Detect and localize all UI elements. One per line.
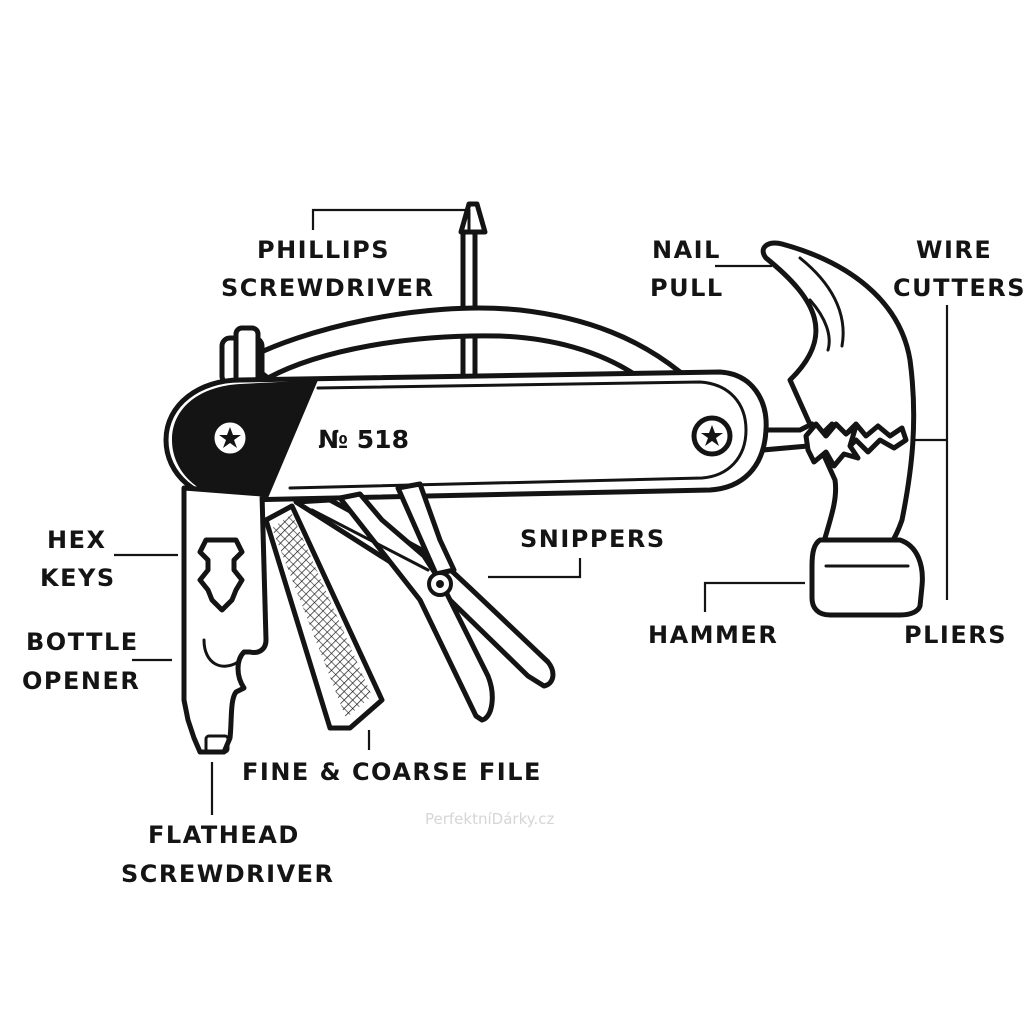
labels: PHILLIPS SCREWDRIVER NAIL PULL WIRE CUTT… — [22, 236, 1024, 888]
multitool-illustration: № 518 — [163, 201, 925, 755]
leader-lines — [114, 208, 949, 815]
watermark: PerfektníDárky.cz — [425, 810, 554, 828]
label-phillips-line2: SCREWDRIVER — [221, 274, 435, 302]
main-handle: № 518 — [163, 369, 769, 503]
file-blade — [263, 503, 385, 731]
leader-hammer — [703, 581, 805, 612]
label-hammer: HAMMER — [648, 621, 778, 649]
handle-badge: № 518 — [318, 425, 409, 454]
label-wire-cutters-line1: WIRE — [916, 236, 992, 264]
label-flathead-line1: FLATHEAD — [148, 821, 300, 849]
label-phillips-line1: PHILLIPS — [257, 236, 390, 264]
phillips-bit — [458, 201, 488, 385]
label-wire-cutters-line2: CUTTERS — [893, 274, 1024, 302]
label-bottle-opener-line1: BOTTLE — [26, 628, 139, 656]
snippers — [293, 481, 556, 723]
label-pliers: PLIERS — [904, 621, 1007, 649]
leader-snippers — [488, 558, 582, 579]
label-hex-keys-line1: HEX — [47, 526, 106, 554]
label-file: FINE & COARSE FILE — [242, 758, 542, 786]
label-flathead-line2: SCREWDRIVER — [121, 860, 335, 888]
label-bottle-opener-line2: OPENER — [22, 667, 140, 695]
hex-key-arm — [181, 485, 269, 755]
hammer-head — [760, 240, 925, 618]
label-nail-pull-line2: PULL — [650, 274, 724, 302]
label-snippers: SNIPPERS — [520, 525, 666, 553]
label-nail-pull-line1: NAIL — [652, 236, 721, 264]
leader-phillips — [311, 208, 465, 230]
pliers-jaws — [737, 421, 909, 469]
label-hex-keys-line2: KEYS — [40, 564, 116, 592]
